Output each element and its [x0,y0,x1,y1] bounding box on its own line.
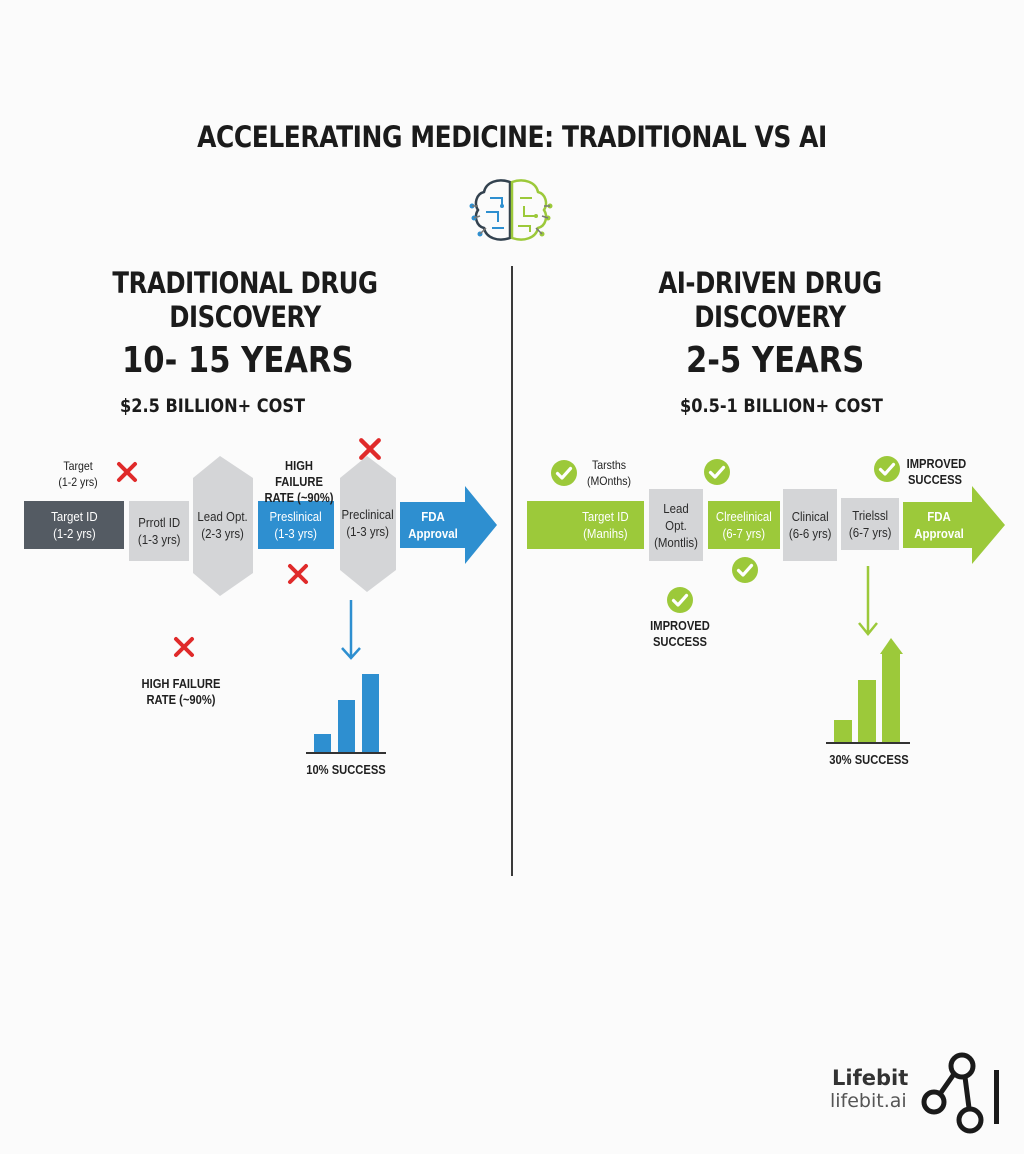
brand-name: Lifebit [832,1066,909,1090]
ai-stage-target-id-box [527,501,644,549]
stage-target-id: Target ID (1-2 yrs) [50,509,98,541]
ai-stage-clinical: Clinical (6-6 yrs) [788,509,832,541]
stage-lead-opt-box [193,456,253,596]
stage-preclinical-box [340,456,396,592]
lifebit-logo-icon [921,1052,999,1134]
ai-improved-top-label: IMPROVED SUCCESS [906,456,967,487]
stage-fda-approval: FDA Approval [408,509,458,541]
green-check-icon [874,456,900,482]
stage-lead-opt: Lead Opt. (2-3 yrs) [197,509,249,541]
stage-preclinical: Preclinical (1-3 yrs) [341,507,395,539]
ai-stage-lead-opt: Lead Opt. (Montlis) [654,500,698,550]
red-x-icon [117,462,137,482]
stage-protein-id-box [129,501,189,561]
ai-stage-trials-box [841,498,899,550]
green-check-icon [732,557,758,583]
traditional-success-bars [306,674,386,754]
green-check-icon [551,460,577,486]
down-arrow-icon [858,566,878,636]
green-check-icon [704,459,730,485]
ai-cost: $0.5-1 BILLION+ COST [680,395,883,417]
stage-preslinical: Preslinical (1-3 yrs) [269,509,323,541]
brain-circuit-icon [469,179,553,241]
ai-pipeline-shapes [527,486,1005,564]
stage-target-id-box [24,501,124,549]
ai-stage-lead-opt-box [649,489,703,561]
high-failure-bottom-label: HIGH FAILURE RATE (~90%) [141,676,221,707]
high-failure-top-label: HIGH FAILURE RATE (~90%) [264,458,334,505]
traditional-years: 10- 15 YEARS [122,340,354,381]
red-x-icon [359,438,381,460]
ai-success-label: 30% SUCCESS [829,752,909,767]
ai-stage-clinical-box [783,489,837,561]
ai-years: 2-5 YEARS [686,340,865,381]
ai-heading: AI-DRIVEN DRUG DISCOVERY [658,266,882,334]
fda-approval-arrow [400,486,497,564]
ai-stage-fda-approval: FDA Approval [914,509,964,541]
green-check-icon [667,587,693,613]
traditional-success-label: 10% SUCCESS [306,762,386,777]
ai-stage-trials: Trielssl (6-7 yrs) [848,508,892,540]
traditional-pipeline-shapes [24,456,497,596]
traditional-cost: $2.5 BILLION+ COST [120,395,306,417]
red-x-icon [174,637,194,657]
center-divider [511,266,513,876]
target-annotation: Target (1-2 yrs) [58,459,98,489]
ai-improved-bottom-label: IMPROVED SUCCESS [650,618,710,649]
down-arrow-icon [341,600,361,660]
red-x-icon [288,564,308,584]
brand-url: lifebit.ai [830,1090,907,1112]
traditional-heading: TRADITIONAL DRUG DISCOVERY [112,266,378,334]
page-title: ACCELERATING MEDICINE: TRADITIONAL VS AI [197,120,827,154]
ai-success-bars [826,638,910,744]
ai-fda-approval-arrow [903,486,1005,564]
ai-stage-target-id: Target ID (Manihs) [581,509,629,541]
stage-protein-id: Prrotl ID (1-3 yrs) [137,515,181,547]
ai-stage-clreelinical: Clreelinical (6-7 yrs) [716,509,772,541]
stage-preslinical-box [258,501,334,549]
ai-stage-clreelinical-box [708,501,780,549]
ai-targets-annotation: Tarsths (MOnths) [586,458,631,488]
